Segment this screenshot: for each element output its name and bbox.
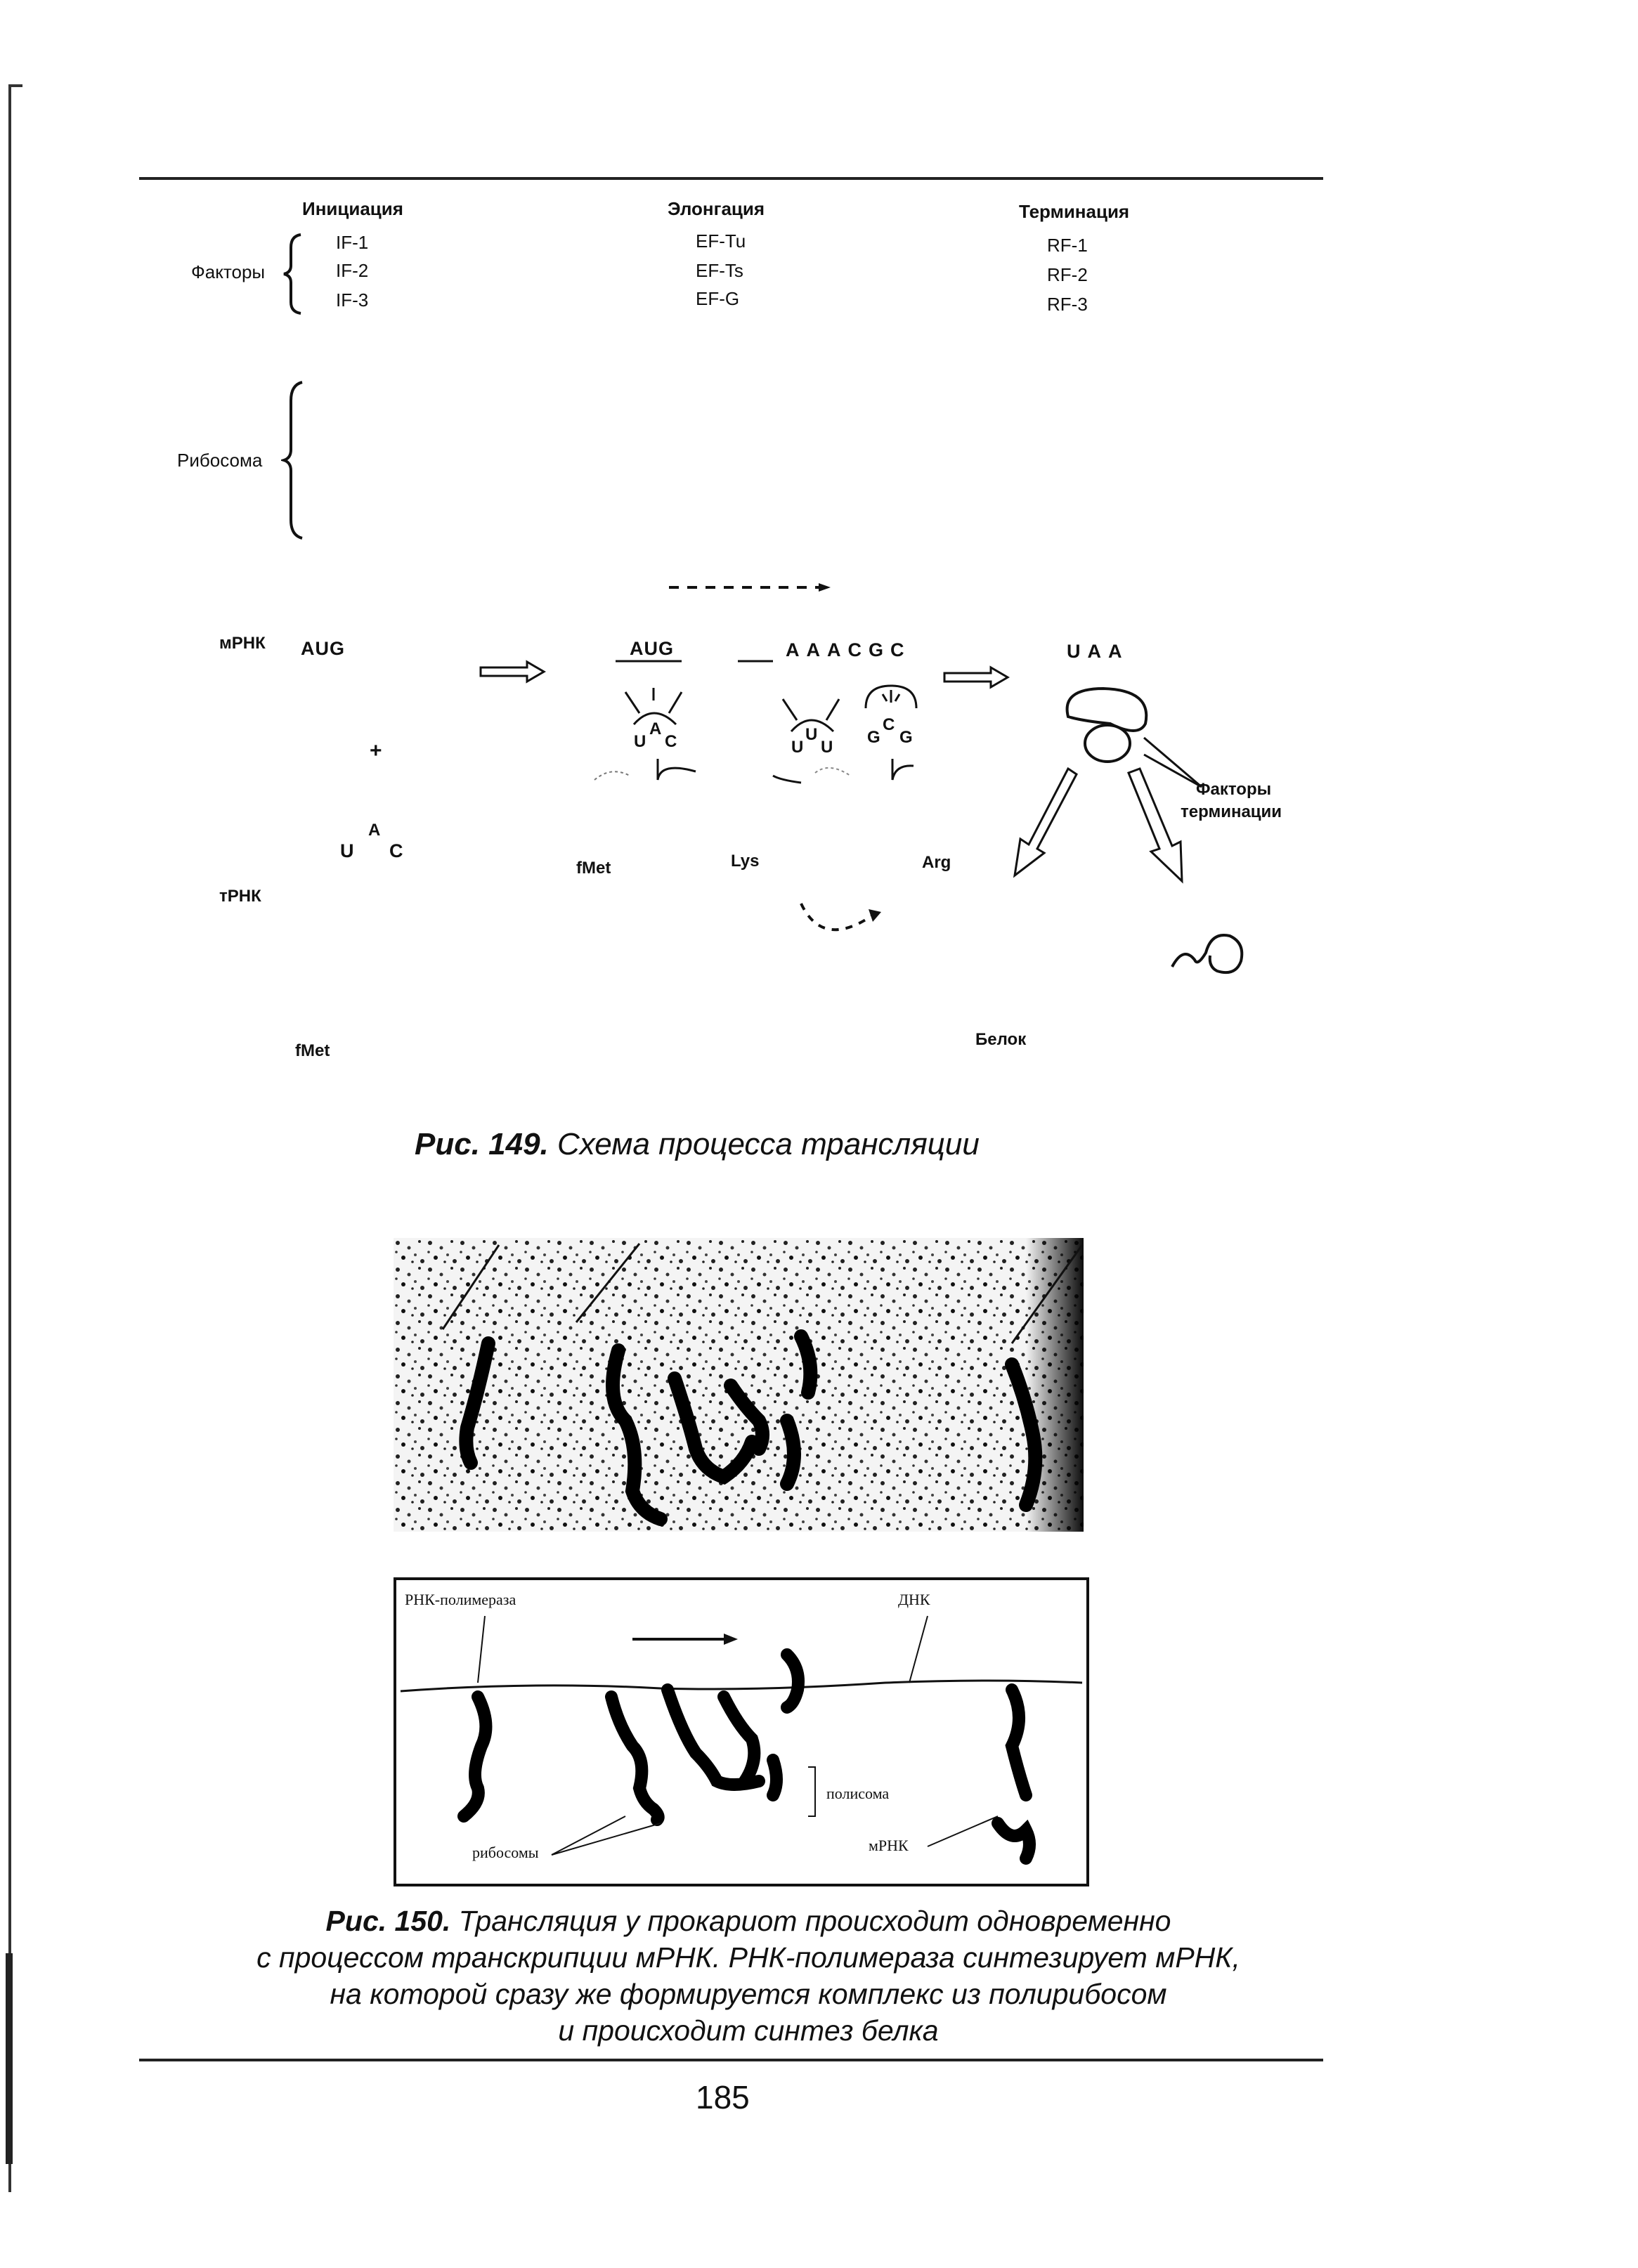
figure-150-caption: Рис. 150. Трансляция у прокариот происхо… (141, 1903, 1356, 2049)
loop2-top: U (805, 725, 818, 744)
ribosome-label: Рибосома (177, 450, 263, 471)
factor-rf3: RF-3 (1047, 294, 1088, 315)
factor-efg: EF-G (696, 288, 740, 309)
release-ribosome (1065, 686, 1148, 763)
factor-rf1: RF-1 (1047, 235, 1088, 256)
figure-150-caption-line-4: и происходит синтез белка (558, 2014, 939, 2047)
dissociation-arrow-right (1127, 767, 1183, 884)
factor-if2: IF-2 (336, 260, 369, 281)
scan-edge-tick (8, 84, 22, 87)
protein-chain-icon (1171, 934, 1244, 975)
fmet-bottom-label: fMet (295, 1041, 330, 1060)
mrna-label: мРНК (219, 634, 266, 653)
protein-label: Белок (975, 1030, 1027, 1049)
loop1-left: U (634, 732, 646, 751)
factors-brace (283, 233, 301, 315)
figure-150-caption-line-3: на которой сразу же формируется комплекс… (330, 1978, 1167, 2010)
figure-149-caption-text: Схема процесса трансляции (557, 1127, 980, 1161)
page-number: 185 (696, 2079, 750, 2116)
label-rna-polymerase: РНК-полимераза (405, 1591, 516, 1608)
bottom-rule (139, 2059, 1323, 2061)
amino-acid-fmet: fMet (576, 859, 611, 878)
step-arrow-2 (943, 665, 1010, 689)
label-polysome: полисома (826, 1785, 890, 1802)
loop3-top: C (883, 715, 895, 734)
trna-label: тРНК (219, 887, 261, 906)
trna-loop-1 (624, 688, 683, 726)
elongation-sequence: AAACGC (786, 639, 911, 660)
factors-label: Факторы (191, 261, 266, 282)
ribosome-brace (281, 381, 303, 540)
header-elongation: Элонгация (668, 198, 765, 219)
header-termination: Терминация (1019, 201, 1130, 222)
loop1-top: A (649, 719, 662, 738)
scan-edge-mark (6, 1953, 13, 2164)
plus-sign: + (370, 739, 382, 762)
loop3-right: G (899, 728, 913, 747)
factor-if1: IF-1 (336, 232, 369, 253)
elongation-direction-arrow (669, 583, 831, 592)
dissociation-arrow-left (1013, 767, 1078, 878)
factor-efts: EF-Ts (696, 260, 743, 281)
factor-eftu: EF-Tu (696, 230, 746, 252)
label-ribosomes: рибосомы (472, 1844, 539, 1861)
trna-loop-2 (781, 698, 840, 733)
amino-acid-arg: Arg (922, 853, 951, 872)
anticodon-u: U (340, 840, 361, 861)
figure-150-caption-number: Рис. 150. (325, 1905, 451, 1937)
trna-loop-3 (864, 684, 918, 709)
termination-factor-pointers (1143, 736, 1202, 788)
electron-micrograph (394, 1238, 1084, 1532)
figure-149-caption: Рис. 149. Схема процесса трансляции (415, 1127, 980, 1162)
factor-if3: IF-3 (336, 289, 369, 311)
amino-acid-lys: Lys (731, 852, 760, 871)
loop1-right: C (665, 732, 677, 751)
top-rule (139, 177, 1323, 180)
translocation-curve (800, 903, 881, 932)
termination-factors-line1: Факторы (1196, 780, 1272, 799)
label-dna: ДНК (898, 1591, 930, 1608)
scan-edge-line (8, 84, 11, 2192)
figure-150-caption-line-1: Рис. 150. Трансляция у прокариот происхо… (325, 1905, 1171, 1937)
termination-factors-line2: терминации (1181, 802, 1282, 821)
header-initiation: Инициация (302, 198, 403, 219)
loop3-left: G (867, 728, 880, 747)
loop2-left: U (791, 738, 804, 757)
figure-150-caption-line-2: с процессом транскрипции мРНК. РНК-полим… (256, 1941, 1240, 1974)
anticodon-a: A (368, 821, 381, 840)
elongation-aug: AUG (630, 638, 674, 659)
start-codon: AUG (301, 638, 345, 659)
loop2-right: U (821, 738, 833, 757)
ribosome-outline-curves (594, 759, 914, 784)
anticodon-c: C (389, 840, 410, 861)
step-arrow-1 (479, 660, 546, 684)
mrna-strand-underline (616, 660, 773, 663)
factor-rf2: RF-2 (1047, 264, 1088, 285)
stop-codon: UAA (1067, 641, 1129, 662)
polysome-schematic (394, 1577, 1089, 1886)
label-mrna: мРНК (869, 1837, 909, 1854)
figure-149-caption-number: Рис. 149. (415, 1127, 549, 1161)
